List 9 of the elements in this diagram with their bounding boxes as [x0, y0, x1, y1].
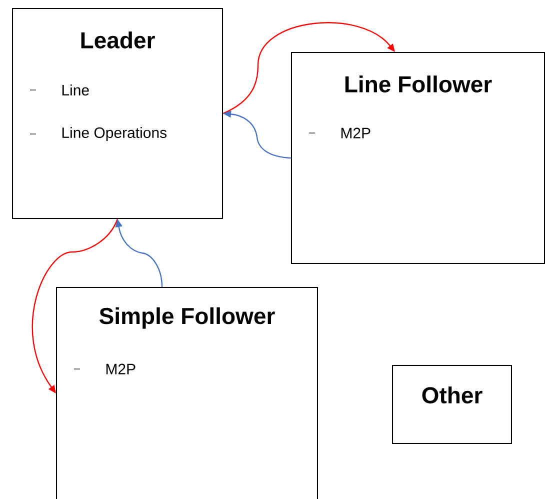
box-title: Other — [422, 386, 482, 404]
box-title: Simple Follower — [99, 307, 275, 329]
arrow — [222, 22, 395, 114]
box-title: Line Follower — [345, 76, 492, 92]
list-item: Line Operations — [62, 127, 167, 141]
list-item: M2P — [106, 364, 136, 374]
box-title: Leader — [81, 32, 155, 48]
list-item: M2P — [341, 128, 370, 138]
list-item: Line — [62, 84, 89, 96]
